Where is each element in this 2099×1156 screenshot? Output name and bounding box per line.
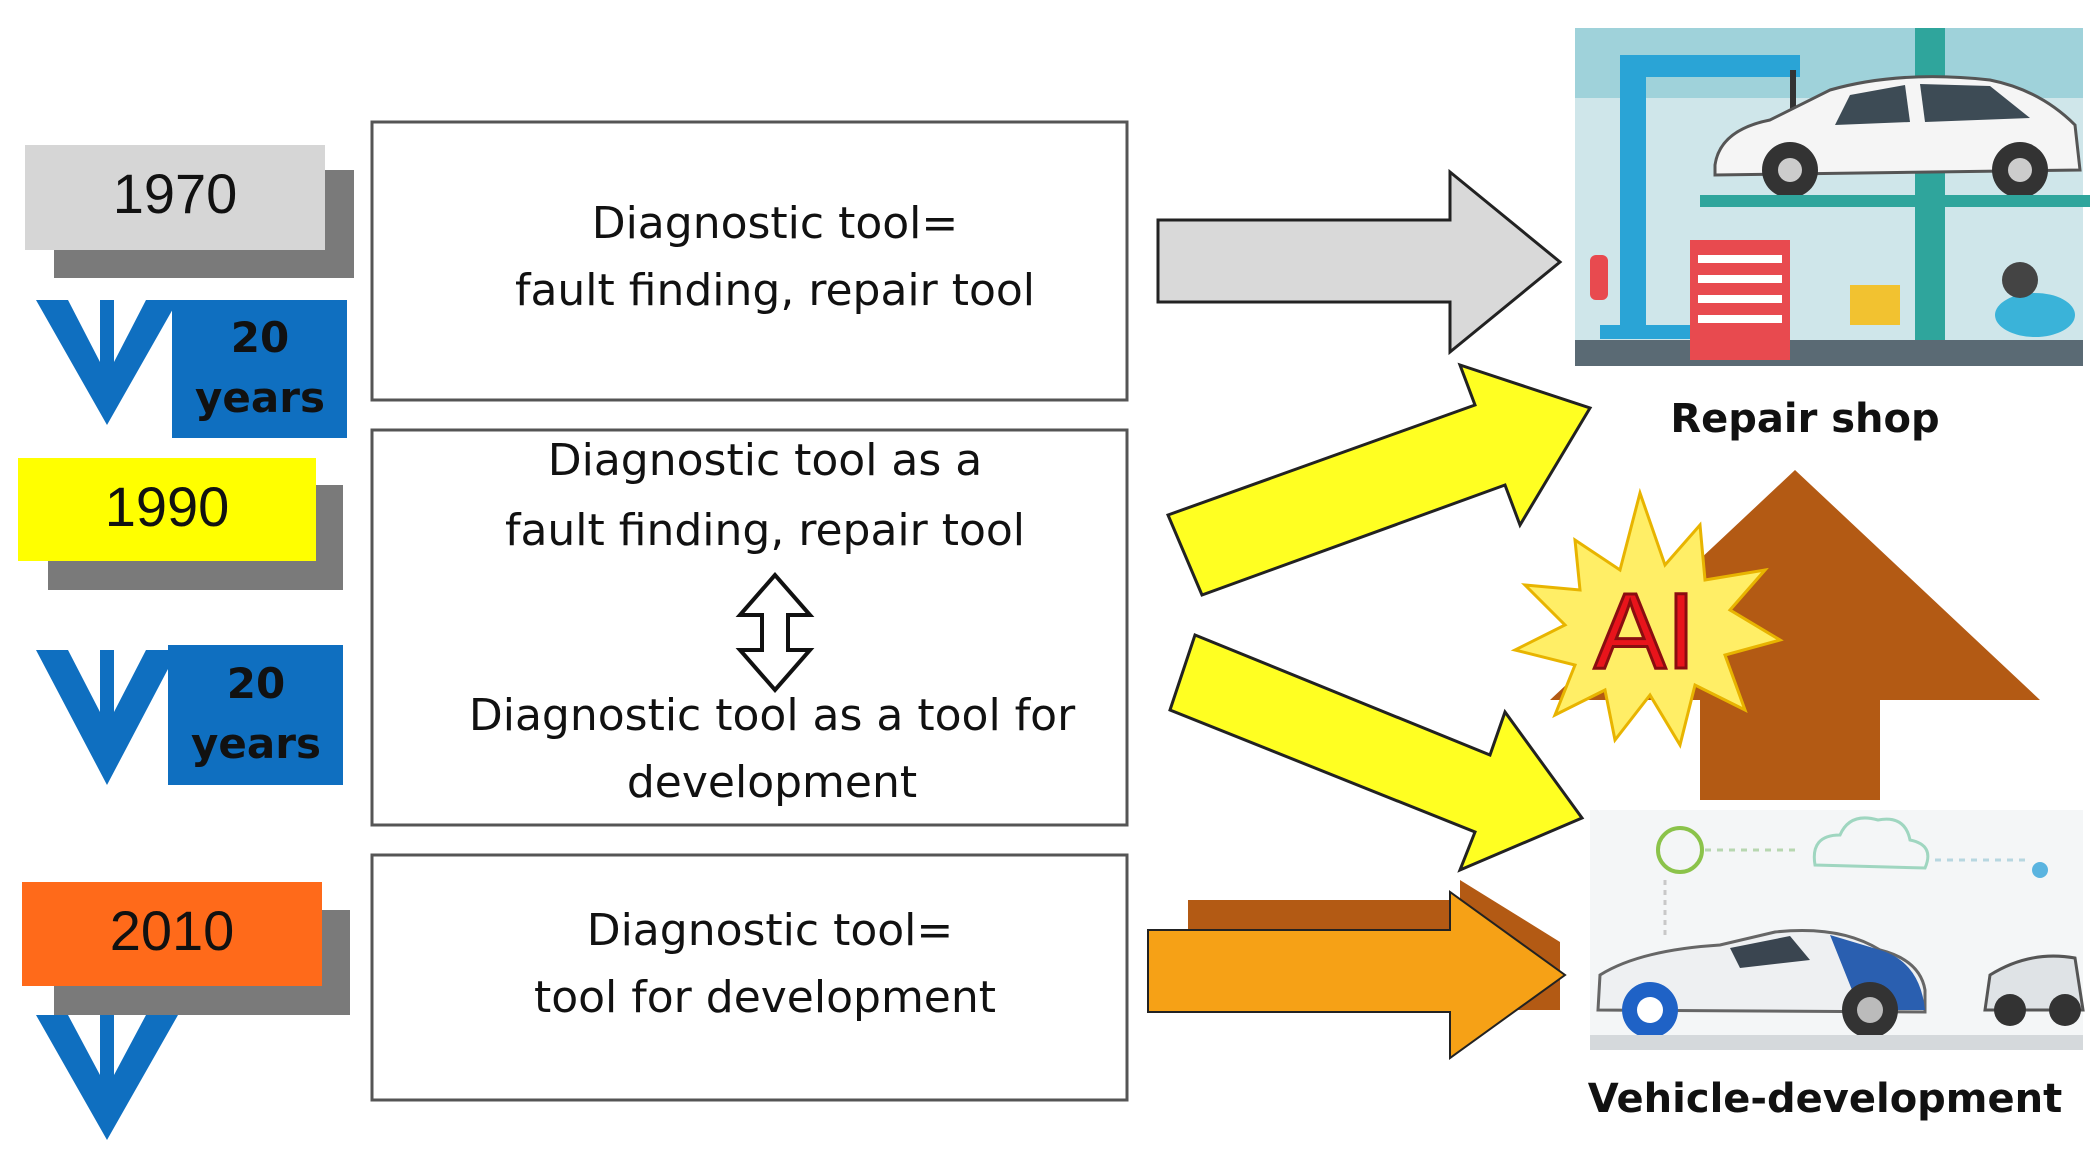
description-box-frame <box>370 853 1129 1102</box>
gear-icon <box>1656 826 1704 874</box>
car-hub <box>1857 997 1883 1023</box>
cloud-icon <box>1812 816 1930 870</box>
vehicle-development-label: Vehicle-development <box>1588 1076 2062 1122</box>
arrow-1970-to-repair-shop <box>1156 168 1563 356</box>
description-line: fault finding, repair tool <box>515 265 1035 316</box>
ai-burst-icon <box>1510 487 1784 749</box>
description-line: Diagnostic tool as a <box>548 435 983 486</box>
car-window <box>1730 936 1810 968</box>
arrow-1990-to-repair-shop <box>1165 362 1593 597</box>
car-hub <box>1637 997 1663 1023</box>
yellow-cart <box>1850 285 1900 325</box>
interval-value: 20 <box>227 659 285 708</box>
compressor <box>1995 293 2075 337</box>
year-1970-text: 1970 <box>113 162 238 225</box>
car-wheel <box>1994 994 2026 1026</box>
interval-badge-box <box>172 300 347 438</box>
crane-arm <box>1620 55 1800 77</box>
road <box>1590 1035 2083 1050</box>
description-line: development <box>627 757 917 808</box>
arrow-1990-to-vehicle-development <box>1168 633 1585 873</box>
year-1970-box <box>25 145 325 250</box>
description-box-frame <box>370 428 1129 827</box>
crane-post <box>1620 60 1646 330</box>
car-window <box>1835 85 1910 125</box>
year-1990-box <box>18 458 316 561</box>
interval-unit: years <box>191 719 321 768</box>
description-line: Diagnostic tool as a tool for <box>469 690 1076 741</box>
down-arrow-icon <box>36 1015 178 1140</box>
year-2010-text: 2010 <box>110 899 235 962</box>
car-hub <box>1778 158 1802 182</box>
car-hub <box>2008 158 2032 182</box>
description-box-1990: Diagnostic tool as a fault finding, repa… <box>370 428 1129 827</box>
car-window <box>1920 84 2030 122</box>
repair-shop-floor <box>1575 340 2083 366</box>
lift-column <box>1915 28 1945 340</box>
description-box-frame <box>370 120 1129 402</box>
fire-extinguisher-icon <box>1590 255 1608 300</box>
crane-chain <box>1790 70 1796 120</box>
description-box-1970: Diagnostic tool= fault finding, repair t… <box>370 120 1129 402</box>
repair-shop-illustration <box>1575 28 2090 366</box>
car-wheel <box>2049 994 2081 1026</box>
tire <box>2002 262 2038 298</box>
year-1990-label: 1990 <box>18 458 343 590</box>
year-2010-label: 2010 <box>22 882 350 1015</box>
lift-arm <box>1700 195 2090 207</box>
vehicle-development-illustration <box>1590 810 2085 1050</box>
down-arrow-icon <box>36 300 178 425</box>
year-1990-text: 1990 <box>105 475 230 538</box>
drawer-line <box>1698 315 1782 323</box>
description-box-2010: Diagnostic tool= tool for development <box>370 853 1129 1102</box>
bidirectional-arrow-icon <box>735 571 815 694</box>
drawer-line <box>1698 275 1782 283</box>
node-icon <box>2032 862 2048 878</box>
year-1970-label: 1970 <box>25 145 354 278</box>
interval-badge-box <box>168 645 343 785</box>
description-line: fault finding, repair tool <box>505 505 1025 556</box>
ai-label: AI <box>1594 570 1696 691</box>
drawer-line <box>1698 295 1782 303</box>
interval-badge-1970-1990: 20 years <box>172 300 347 438</box>
description-line: Diagnostic tool= <box>587 905 954 956</box>
year-2010-box <box>22 882 322 986</box>
drawer-line <box>1698 255 1782 263</box>
down-arrow-icon <box>36 650 178 785</box>
repair-shop-label: Repair shop <box>1670 396 1939 442</box>
arrow-2010-to-vehicle-development <box>1147 890 1567 1060</box>
ai-up-arrow <box>1550 470 2040 800</box>
interval-badge-1990-2010: 20 years <box>168 645 343 785</box>
description-line: Diagnostic tool= <box>592 198 959 249</box>
description-line: tool for development <box>534 972 996 1023</box>
interval-value: 20 <box>231 313 289 362</box>
interval-unit: years <box>195 373 325 422</box>
